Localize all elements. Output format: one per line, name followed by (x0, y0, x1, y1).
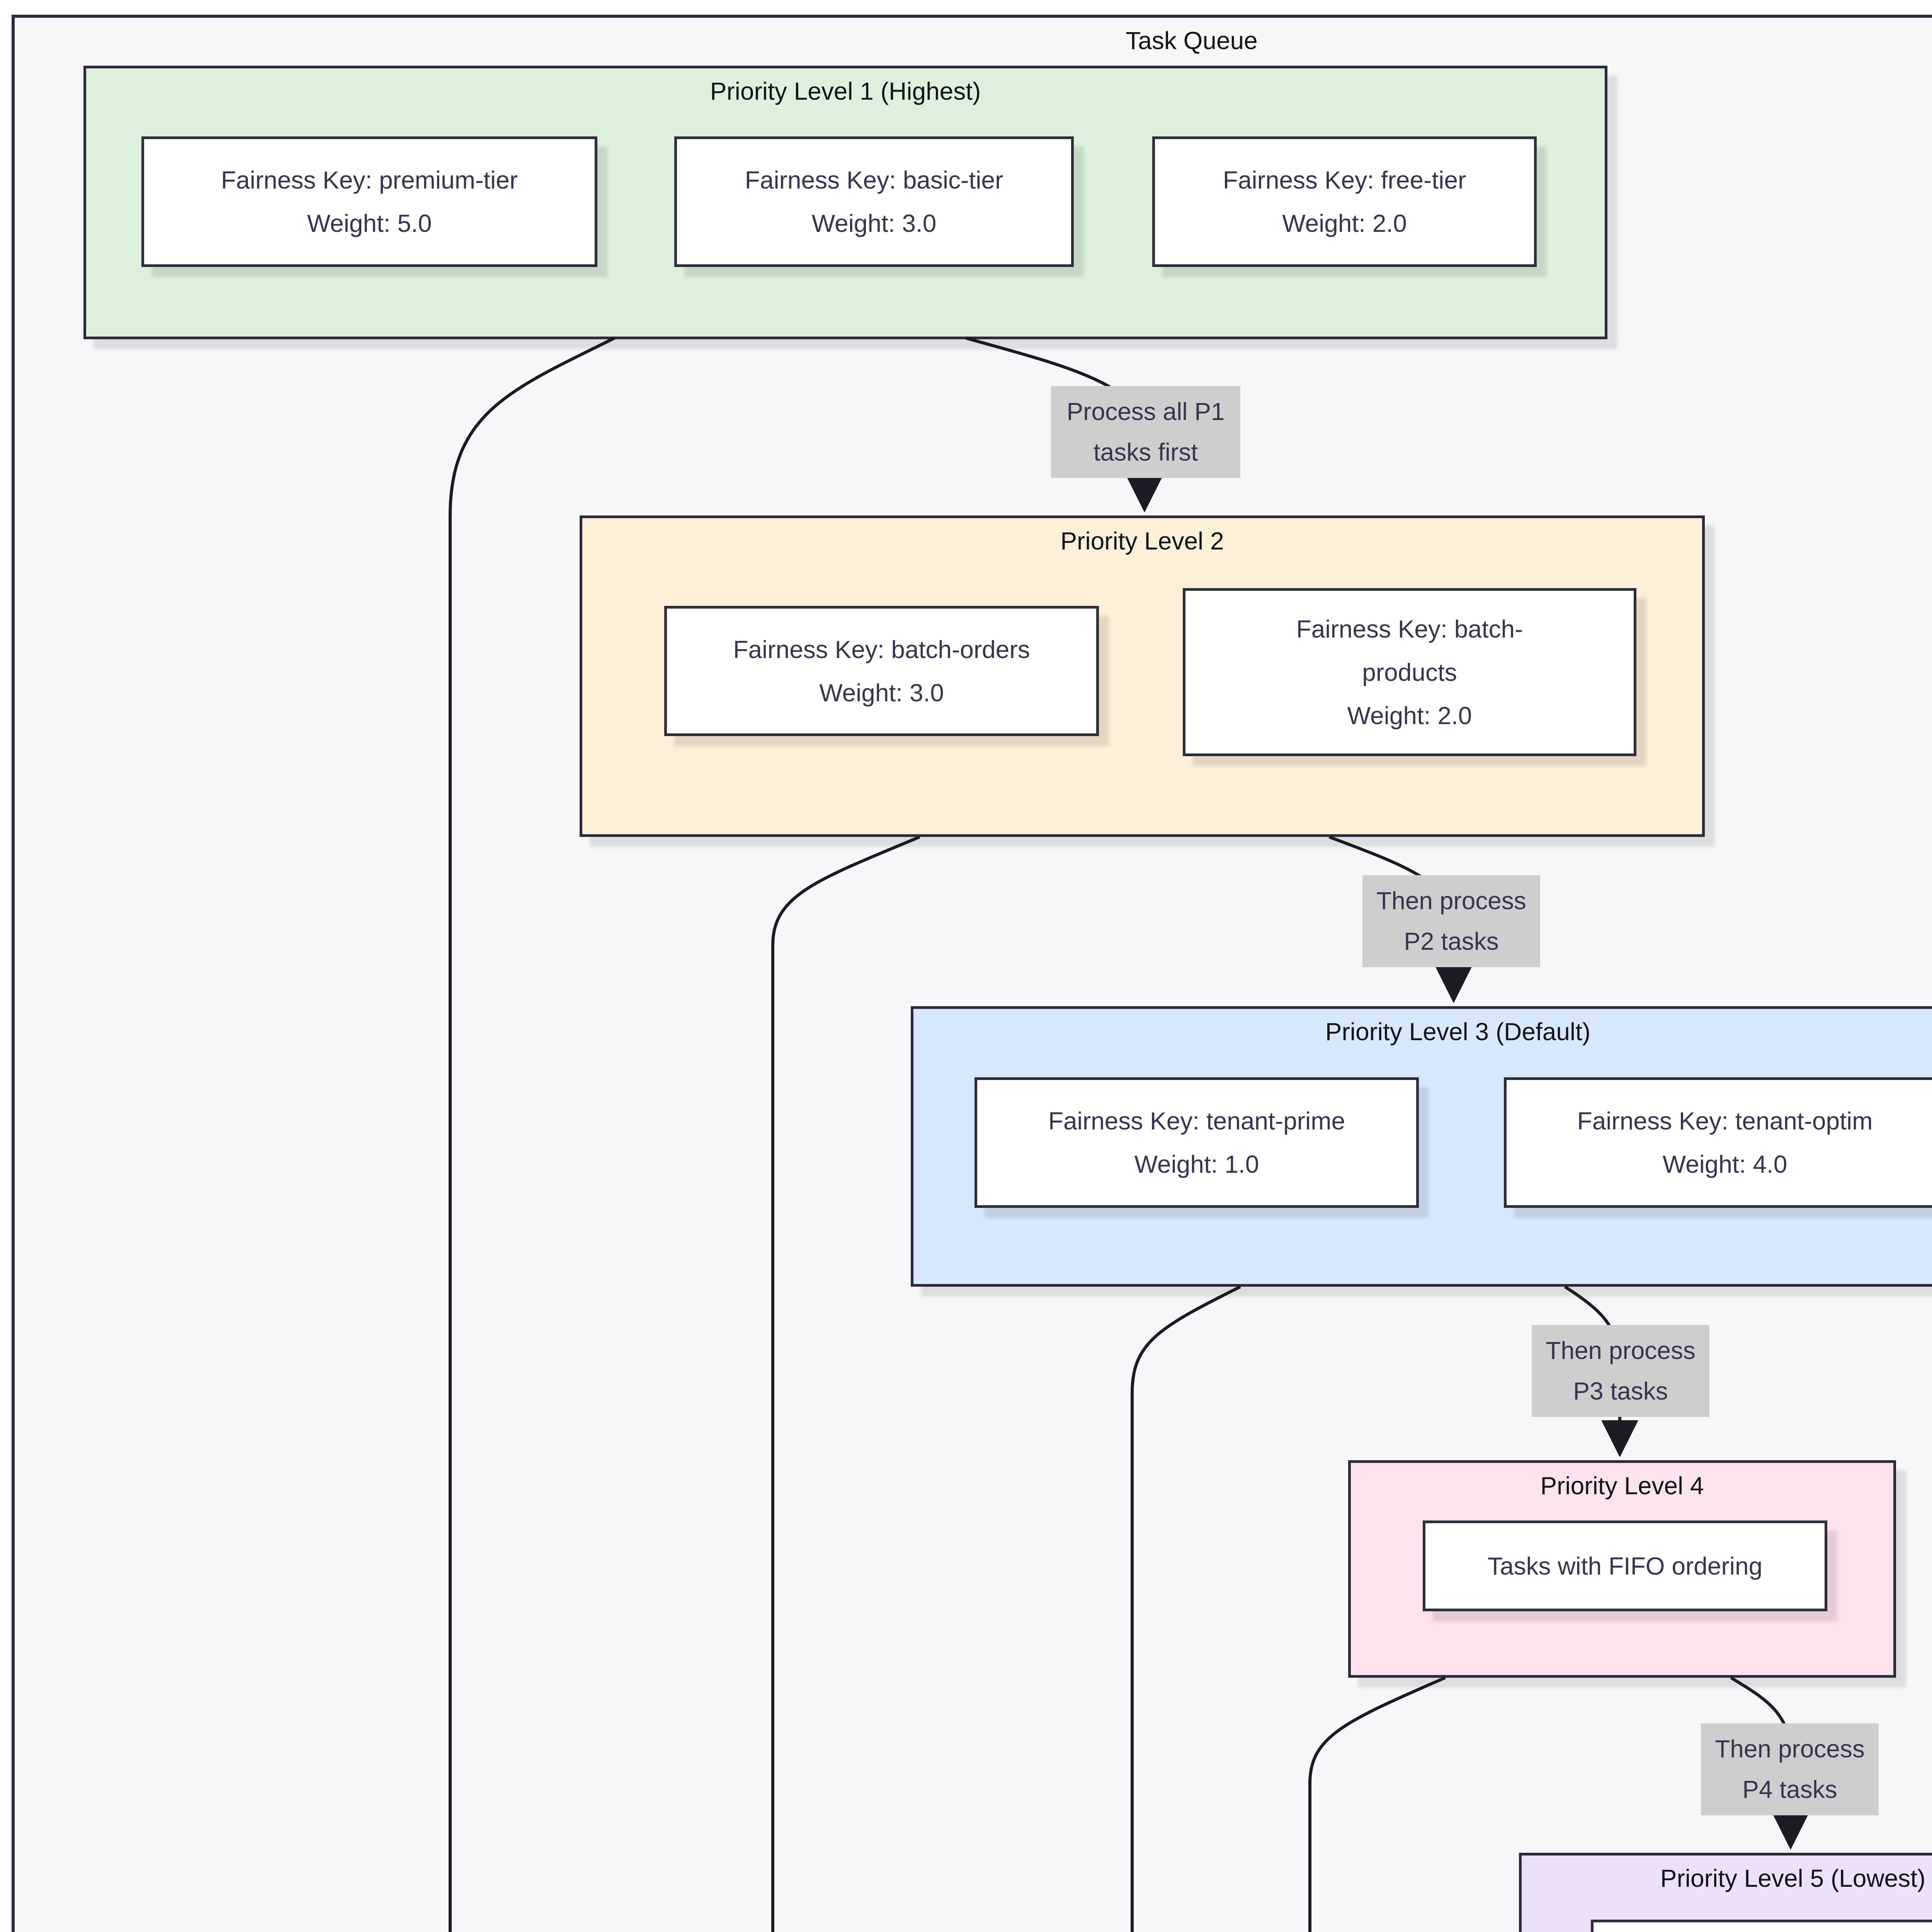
node-fifo-p4-line-1: Tasks with FIFO ordering (1487, 1552, 1763, 1580)
node-fifo-p4: Tasks with FIFO ordering (1423, 1520, 1827, 1611)
edge-label-p1-p2-line-1: Process all P1 (1066, 398, 1225, 425)
edge-label-p4-p5-line-2: P4 tasks (1742, 1775, 1837, 1803)
edge-label-p2-p3: Then process P2 tasks (1362, 875, 1540, 967)
edge-label-p4-p5-line-1: Then process (1715, 1735, 1865, 1763)
edge-p4-to-workers (1308, 1676, 1446, 1932)
node-batch-orders-line-1: Fairness Key: batch-orders (733, 635, 1030, 663)
node-batch-products-line-1: Fairness Key: batch- (1296, 615, 1523, 643)
node-batch-products-line-2: products (1362, 658, 1457, 686)
node-fifo-p5: Tasks with FIFO ordering (1591, 1920, 1932, 1932)
node-tenant-optim-line-2: Weight: 4.0 (1662, 1150, 1787, 1178)
node-tenant-optim: Fairness Key: tenant-optim Weight: 4.0 (1504, 1077, 1932, 1208)
node-tenant-optim-line-1: Fairness Key: tenant-optim (1577, 1107, 1873, 1135)
node-batch-orders-line-2: Weight: 3.0 (819, 679, 944, 707)
node-premium-tier: Fairness Key: premium-tier Weight: 5.0 (141, 136, 597, 267)
edge-label-p3-p4: Then process P3 tasks (1532, 1325, 1709, 1417)
node-free-tier: Fairness Key: free-tier Weight: 2.0 (1152, 136, 1537, 267)
edge-p1-to-workers (449, 337, 615, 1932)
edge-label-p2-p3-line-2: P2 tasks (1404, 927, 1499, 955)
priority-level-5-container: Priority Level 5 (Lowest) (1519, 1853, 1932, 1932)
node-basic-tier-line-2: Weight: 3.0 (811, 209, 937, 237)
node-batch-products-line-3: Weight: 2.0 (1347, 701, 1472, 730)
node-tenant-prime-line-2: Weight: 1.0 (1134, 1150, 1259, 1178)
node-premium-tier-line-2: Weight: 5.0 (307, 209, 432, 237)
node-tenant-prime: Fairness Key: tenant-prime Weight: 1.0 (975, 1077, 1419, 1208)
edge-label-p4-p5: Then process P4 tasks (1701, 1723, 1879, 1815)
node-batch-products: Fairness Key: batch- products Weight: 2.… (1183, 588, 1636, 756)
task-queue-title: Task Queue (1126, 27, 1258, 54)
edge-label-p3-p4-line-2: P3 tasks (1573, 1377, 1668, 1405)
priority-level-4-title: Priority Level 4 (1540, 1472, 1704, 1500)
node-free-tier-line-2: Weight: 2.0 (1282, 209, 1407, 237)
node-tenant-prime-line-1: Fairness Key: tenant-prime (1048, 1107, 1345, 1135)
priority-level-3-title: Priority Level 3 (Default) (1325, 1018, 1591, 1046)
node-premium-tier-line-1: Fairness Key: premium-tier (221, 166, 518, 194)
node-batch-orders: Fairness Key: batch-orders Weight: 3.0 (664, 606, 1099, 736)
node-basic-tier-line-1: Fairness Key: basic-tier (745, 166, 1003, 194)
edge-label-p1-p2-line-2: tasks first (1093, 438, 1198, 466)
edge-label-p3-p4-line-1: Then process (1546, 1337, 1696, 1364)
edge-p2-to-workers (771, 835, 920, 1932)
priority-level-2-title: Priority Level 2 (1060, 527, 1224, 555)
edge-p3-to-workers (1131, 1285, 1241, 1932)
node-basic-tier: Fairness Key: basic-tier Weight: 3.0 (674, 136, 1074, 267)
edge-label-p1-p2: Process all P1 tasks first (1051, 386, 1240, 478)
edge-label-p2-p3-line-1: Then process (1376, 887, 1526, 915)
priority-level-5-title: Priority Level 5 (Lowest) (1660, 1864, 1926, 1892)
node-free-tier-line-1: Fairness Key: free-tier (1223, 166, 1466, 194)
priority-level-1-title: Priority Level 1 (Highest) (710, 77, 981, 105)
